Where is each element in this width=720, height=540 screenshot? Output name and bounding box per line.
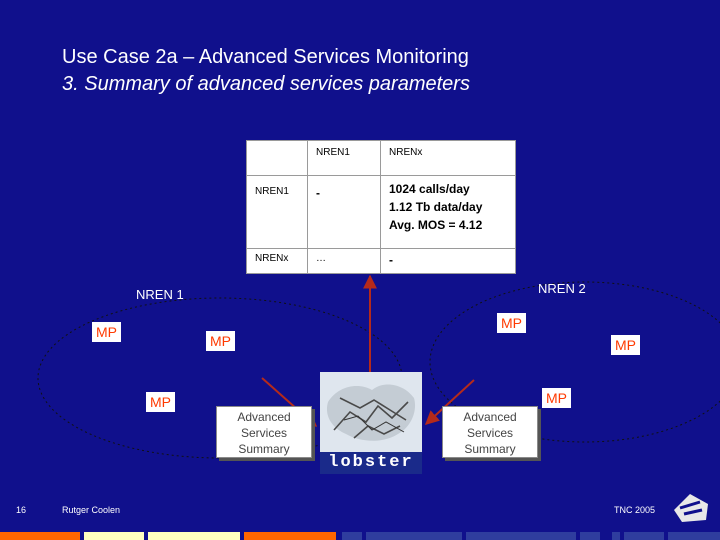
footer-bar: [580, 532, 600, 540]
table-row: NRENx … -: [246, 248, 516, 274]
footer-bar: [366, 532, 462, 540]
table-row-label: NRENx: [246, 248, 308, 274]
footer-bar: [244, 532, 336, 540]
footer-bar: [612, 532, 620, 540]
page-title: Use Case 2a – Advanced Services Monitori…: [62, 44, 470, 98]
table-cell: -: [380, 248, 516, 274]
table-cell: …: [307, 248, 381, 274]
table-corner-cell: [246, 140, 308, 176]
summary-line: Advanced: [237, 410, 291, 424]
nren1-label: NREN 1: [136, 287, 184, 302]
measurement-point: MP: [206, 331, 235, 351]
advanced-services-summary-right: Advanced Services Summary: [442, 406, 538, 458]
europe-map-icon: [320, 372, 422, 452]
arrow-right-summary: [424, 379, 475, 425]
table-cell: 1024 calls/day 1.12 Tb data/day Avg. MOS…: [380, 175, 516, 249]
table-cell-line: 1024 calls/day: [389, 182, 470, 196]
footer-bar: [148, 532, 240, 540]
tno-logo-icon: [674, 494, 708, 522]
footer-author: Rutger Coolen: [62, 505, 121, 515]
measurement-point: MP: [611, 335, 640, 355]
footer-bar: [668, 532, 720, 540]
summary-line: Services: [240, 426, 287, 440]
measurement-point: MP: [497, 313, 526, 333]
table-col-header: NRENx: [380, 140, 516, 176]
summary-line: Summary: [238, 442, 290, 456]
footer-bar: [624, 532, 664, 540]
lobster-logo-text: lobster: [320, 452, 422, 474]
title-line-1: Use Case 2a – Advanced Services Monitori…: [62, 46, 469, 68]
nren2-label: NREN 2: [538, 281, 586, 296]
table-header-row: NREN1 NRENx: [246, 140, 516, 176]
footer-event: TNC 2005: [614, 505, 656, 515]
table-cell: -: [307, 175, 381, 249]
lobster-logo: lobster: [320, 372, 422, 474]
summary-line: Summary: [464, 442, 516, 456]
footer-bar: [0, 532, 80, 540]
measurement-point: MP: [92, 322, 121, 342]
advanced-services-summary-left: Advanced Services Summary: [216, 406, 312, 458]
page-number: 16: [16, 505, 27, 515]
title-line-2: 3. Summary of advanced services paramete…: [62, 73, 470, 95]
footer-bar: [466, 532, 576, 540]
table-col-header: NREN1: [307, 140, 381, 176]
footer-bar: [342, 532, 362, 540]
measurement-point: MP: [542, 388, 571, 408]
footer-bar: [84, 532, 144, 540]
table-cell-line: Avg. MOS = 4.12: [389, 218, 483, 232]
table-row: NREN1 - 1024 calls/day 1.12 Tb data/day …: [246, 175, 516, 249]
table-row-label: NREN1: [246, 175, 308, 249]
measurement-point: MP: [146, 392, 175, 412]
summary-table: NREN1 NRENx NREN1 - 1024 calls/day 1.12 …: [246, 140, 516, 274]
summary-line: Advanced: [463, 410, 517, 424]
table-cell-line: 1.12 Tb data/day: [389, 200, 483, 214]
summary-line: Services: [466, 426, 513, 440]
